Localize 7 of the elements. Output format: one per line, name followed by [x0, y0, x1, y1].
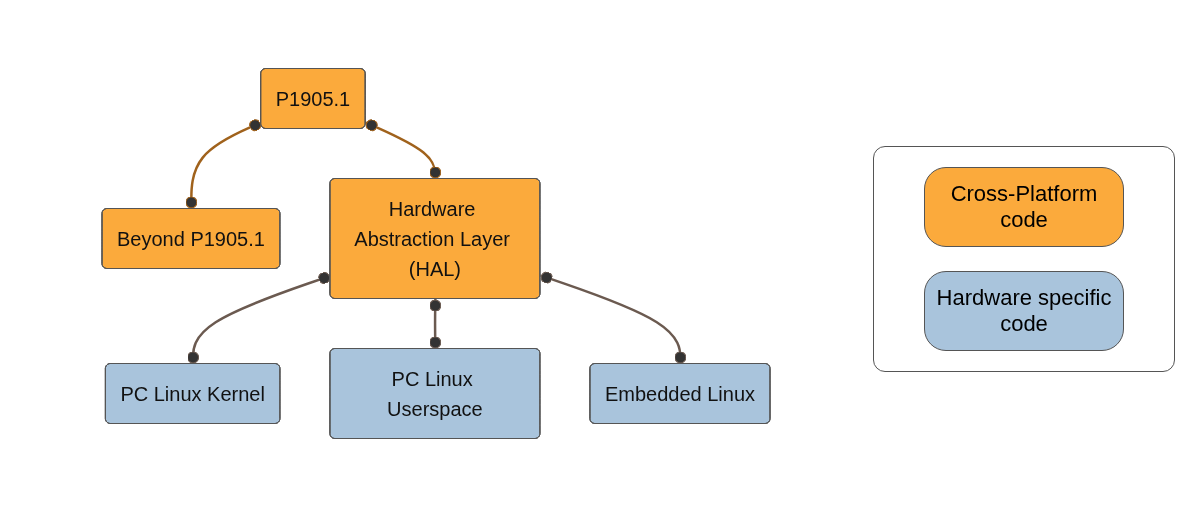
legend-swatch: Cross-Platform code	[924, 166, 1124, 247]
connector	[429, 298, 442, 350]
connector	[187, 271, 332, 364]
connector	[365, 119, 442, 180]
legend-swatch: Hardware specific code	[924, 270, 1124, 351]
connector	[540, 271, 687, 364]
connector	[185, 119, 263, 209]
